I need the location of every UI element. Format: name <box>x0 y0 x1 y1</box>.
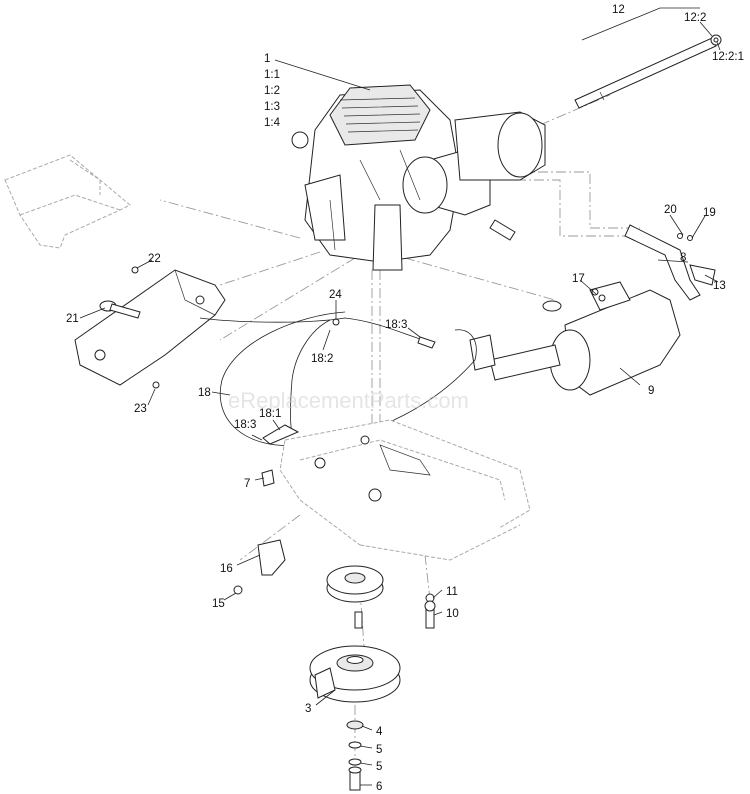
callout-label: 5 <box>376 761 382 773</box>
callout-label: 3 <box>305 703 311 715</box>
callout-label: 21 <box>66 313 79 325</box>
pulley <box>326 565 384 629</box>
callout-label: 18:1 <box>259 408 281 420</box>
callout-label: 23 <box>134 403 147 415</box>
mount-plate-left <box>74 269 226 386</box>
callout-label: 1:2 <box>264 85 280 97</box>
callout-label: 1:3 <box>264 101 280 113</box>
washers-and-bolt <box>346 720 364 791</box>
callout-label: 7 <box>244 478 250 490</box>
callout-label: 20 <box>664 204 677 216</box>
callout-label: 24 <box>329 289 342 301</box>
watermark-text: eReplacementParts.com <box>228 388 469 413</box>
callout-label: 12:2:1 <box>712 51 744 63</box>
deck-plate <box>279 419 531 561</box>
callout-label: 1:1 <box>264 69 280 81</box>
callout-label: 13 <box>713 280 726 292</box>
callout-label: 9 <box>648 385 654 397</box>
callout-label: 10 <box>446 608 459 620</box>
callout-label: 18:2 <box>311 353 333 365</box>
callout-label: 8 <box>680 252 686 264</box>
frame-bracket-8 <box>624 224 716 301</box>
engine-assembly <box>291 84 546 271</box>
callout-label: 1 <box>264 53 270 65</box>
callout-label: 15 <box>212 598 225 610</box>
callout-label: 19 <box>703 207 716 219</box>
callout-label: 4 <box>376 726 383 738</box>
callout-label: 11 <box>446 586 458 598</box>
clutch-3 <box>309 645 401 703</box>
callout-label: 18 <box>198 387 211 399</box>
callout-label: 12:2 <box>684 12 706 24</box>
fuel-line-18 <box>199 311 477 446</box>
muffler-9 <box>469 281 681 396</box>
callout-label: 18:3 <box>385 319 407 331</box>
callout-label: 22 <box>148 253 161 265</box>
frame-bracket-left <box>4 154 131 249</box>
callout-label: 6 <box>376 781 382 793</box>
callout-label: 12 <box>612 4 625 16</box>
callout-label: 1:4 <box>264 117 281 129</box>
shaft-12 <box>574 34 722 109</box>
callout-label: 18:3 <box>234 419 256 431</box>
callout-label: 16 <box>220 563 233 575</box>
callout-labels: 1 1:1 1:2 1:3 1:4 12 12:2 12:2:1 20 19 8… <box>66 4 744 793</box>
leader-lines <box>79 7 721 786</box>
callout-label: 5 <box>376 744 382 756</box>
callout-label: 17 <box>572 273 585 285</box>
